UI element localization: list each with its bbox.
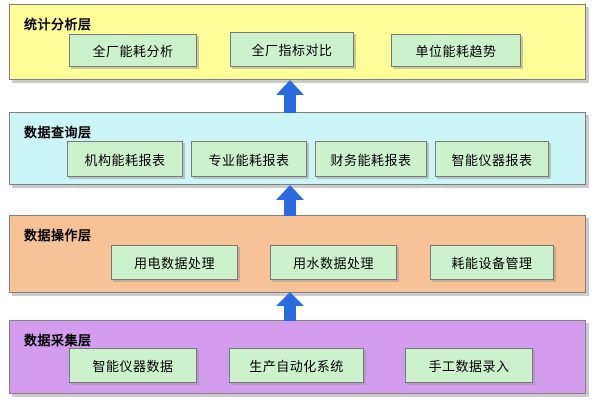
node-box[interactable]: 用水数据处理 bbox=[270, 245, 397, 280]
node-box[interactable]: 智能仪器报表 bbox=[435, 141, 549, 177]
layer-title-data-operation: 数据操作层 bbox=[24, 229, 92, 244]
arrow-up-operation-to-query-icon bbox=[275, 185, 305, 216]
layer-panel-data-collection: 数据采集层智能仪器数据生产自动化系统 手工数据录入 bbox=[9, 320, 586, 394]
node-box[interactable]: 单位能耗趋势 bbox=[391, 34, 521, 67]
node-box[interactable]: 生产自动化系统 bbox=[229, 348, 364, 383]
node-box[interactable]: 全厂指标对比 bbox=[230, 32, 354, 67]
node-box[interactable]: 机构能耗报表 bbox=[67, 141, 183, 177]
layer-title-statistics-analysis: 统计分析层 bbox=[24, 18, 92, 33]
node-box[interactable]: 用电数据处理 bbox=[111, 245, 238, 280]
node-box[interactable]: 智能仪器数据 bbox=[69, 348, 197, 383]
node-box[interactable]: 手工数据录入 bbox=[405, 348, 533, 383]
layer-title-data-query: 数据查询层 bbox=[24, 126, 92, 141]
layer-panel-data-operation: 数据操作层用电数据处理用水数据处理耗能设备管理 bbox=[9, 215, 586, 293]
node-box[interactable]: 专业能耗报表 bbox=[191, 141, 307, 177]
layer-panel-data-query: 数据查询层机构能耗报表专业能耗报表财务能耗报表智能仪器报表 bbox=[9, 112, 586, 185]
node-box[interactable]: 全厂能耗分析 bbox=[69, 34, 197, 67]
arrow-up-query-to-analysis-icon bbox=[275, 80, 305, 113]
layer-title-data-collection: 数据采集层 bbox=[24, 334, 92, 349]
node-box[interactable]: 耗能设备管理 bbox=[430, 245, 554, 280]
node-box[interactable]: 财务能耗报表 bbox=[315, 141, 427, 177]
layer-panel-statistics-analysis: 统计分析层全厂能耗分析全厂指标对比 单位能耗趋势 bbox=[9, 4, 586, 80]
arrow-up-collection-to-operation-icon bbox=[275, 292, 305, 321]
